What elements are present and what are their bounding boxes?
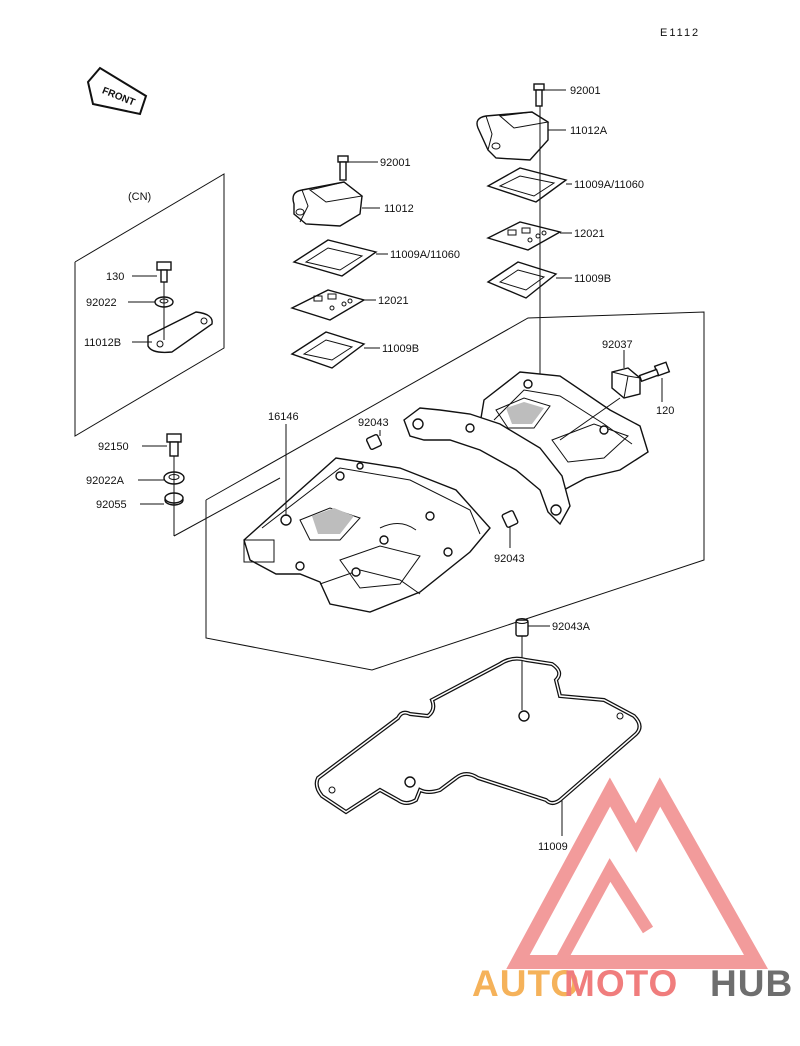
- label-92043a: 92043A: [552, 621, 591, 633]
- label-92001-right: 92001: [570, 85, 601, 97]
- cap-11012b: [147, 311, 213, 354]
- watermark-auto: AUTO: [472, 963, 580, 1004]
- label-92022: 92022: [86, 297, 117, 309]
- bolt-120: [638, 361, 671, 383]
- dowel-92043a: [515, 618, 529, 637]
- watermark-hub: HUB: [710, 963, 793, 1004]
- bolt-92150: [166, 433, 182, 457]
- label-11009: 11009: [538, 841, 568, 853]
- cn-label: (CN): [128, 191, 151, 203]
- label-12021-left: 12021: [378, 295, 409, 307]
- dowel-92043-bottom: [501, 510, 519, 528]
- label-92022a: 92022A: [86, 475, 125, 487]
- label-120: 120: [656, 405, 674, 417]
- dowel-92043-top: [365, 433, 383, 451]
- label-12021-right: 12021: [574, 228, 605, 240]
- label-92043-bottom: 92043: [494, 553, 525, 565]
- bracket-92037: [611, 367, 641, 399]
- label-11009b-right: 11009B: [574, 273, 611, 285]
- label-11012b: 11012B: [84, 337, 121, 349]
- plate-12021-left: [290, 289, 366, 321]
- watermark-moto: MOTO: [564, 963, 678, 1004]
- bolt-130: [156, 261, 172, 283]
- label-11012: 11012: [384, 203, 414, 215]
- label-16146: 16146: [268, 411, 299, 423]
- watermark-logo-icon: [506, 777, 768, 969]
- label-92043-top: 92043: [358, 417, 389, 429]
- label-11009b-left: 11009B: [382, 343, 419, 355]
- gasket-11009b-left: [290, 331, 366, 369]
- bolt-92001-left: [337, 155, 349, 181]
- label-11012a: 11012A: [570, 125, 608, 137]
- label-11009a-right: 11009A/11060: [574, 179, 644, 191]
- gasket-11009: [314, 656, 642, 815]
- label-92055: 92055: [96, 499, 127, 511]
- diagram-code: E1112: [660, 27, 700, 39]
- label-11009a-left: 11009A/11060: [390, 249, 460, 261]
- gasket-11009a-right: [486, 167, 568, 203]
- part-labels: 92001 11012A 11009A/11060 12021 11009B 9…: [84, 85, 674, 853]
- cn-inset-frame: [74, 173, 225, 437]
- front-arrow-icon: FRONT: [86, 66, 148, 116]
- label-130: 130: [106, 271, 124, 283]
- bolt-92001-right: [533, 83, 545, 107]
- watermark-text: AUTO MOTO HUB: [472, 963, 793, 1004]
- gasket-11009b-right: [486, 261, 558, 299]
- breather-cover-11012a: [476, 111, 550, 161]
- breather-cover-11012: [292, 181, 364, 227]
- cylinder-head-cover-16146: [243, 371, 649, 613]
- label-92001-left: 92001: [380, 157, 411, 169]
- label-92037: 92037: [602, 339, 633, 351]
- label-92150: 92150: [98, 441, 129, 453]
- gasket-11009a-left: [292, 239, 378, 277]
- plate-12021-right: [486, 221, 562, 251]
- main-assembly-frame: [205, 311, 705, 671]
